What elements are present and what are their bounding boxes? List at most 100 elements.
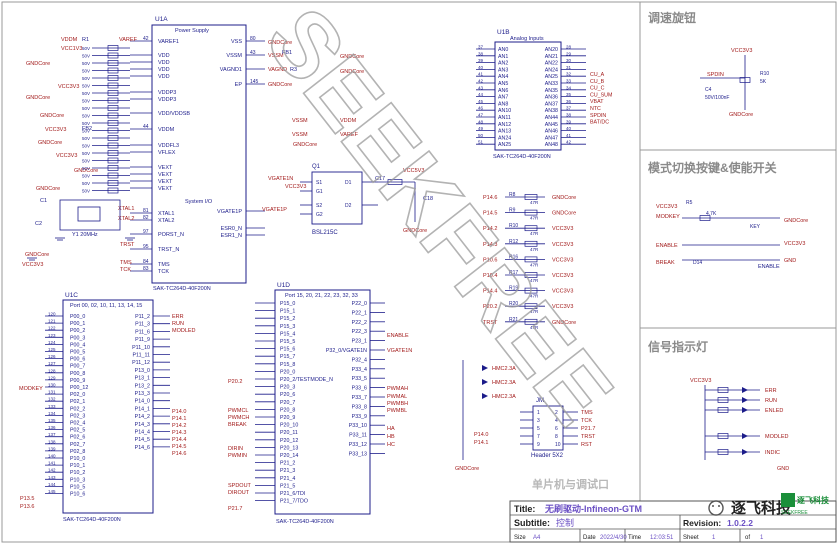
mode-net: ENABLE [758,264,780,270]
resistor-symbol [107,82,119,89]
u1c-pin-name: P00_5 [70,350,85,356]
cap-value: 50V [82,129,90,134]
u1b-pin-num: 36 [566,99,572,104]
u1b-pin-num: 42 [478,79,484,84]
revision-value: 1.0.2.2 [727,518,753,528]
resistor-net: P14.5 [483,211,497,217]
u1d-pin-name: P20_7 [280,400,295,406]
cap-value: 50V [82,121,90,126]
net-label-left: GNDCore [26,95,50,101]
u1a-pin-name: VEXT [158,165,173,171]
u1d-net-label: PWMAL [387,394,407,400]
u1a-pin-name: ESR1_N [221,233,242,239]
header-pin-num: 7 [537,434,540,440]
q1-part: BSL215C [312,230,338,236]
u1b-pin-num: 37 [566,106,572,111]
zone-title-mode: 模式切换按键&使能开关 [648,160,777,175]
q1-net-label: C18 [423,196,433,202]
net-label-left: XTAL2 [118,216,134,222]
u1c-pin-name: P02_4 [70,421,85,427]
u1b-pin-name: AN5 [498,81,508,87]
u1c-pin-num: 127 [48,361,56,366]
cap-value: 50V [82,159,90,164]
u1d-pin-name: P20_12 [280,438,298,444]
q1-net-label: VGATE1P [262,207,287,213]
u1b-pin-name: AN6 [498,88,508,94]
header-net: TCK [581,418,592,424]
u1d-pin-name: P20_9 [280,415,295,421]
u1a-pin-name: VDD [158,53,170,59]
u1d-pin-name: P21_7/TDO [280,499,308,505]
led-label: RUN [765,398,777,404]
u1d-net-label: BREAK [228,422,247,428]
u1d-pin-name: P21_3 [280,468,295,474]
net-label: GNDCore [293,142,317,148]
resistor-net: P14.3 [483,242,497,248]
pot-ref: R10 [760,71,769,77]
u1d-net-label: SPDOUT [228,483,252,489]
mode-net: GND [784,258,796,264]
u1b-pin-num: 43 [478,85,484,90]
u1c-pin-num: 120 [48,312,56,317]
u1b-pin-num: 39 [478,58,484,63]
u1b-pin-name: AN25 [498,142,511,148]
resistor-net: P14.4 [483,289,497,295]
resistor-net: P10.6 [483,257,497,263]
u1c-pin-num: 126 [48,354,56,359]
u1c-pin-name: P02_1 [70,399,85,405]
resistor-symbol [107,187,119,194]
u1c-pin-name: P14_4 [135,430,150,436]
pot-cap-value: 50V/100nF [705,95,729,101]
cap-value: 50V [82,54,90,59]
q1-body [311,171,363,225]
u1c-pin-name: P11_11 [133,353,151,359]
mode-net: VCC3V3 [784,241,805,247]
net-label-left: GNDCore [74,168,98,174]
brand-sub: SEEKFREE [781,510,808,516]
u1d-pin-name: P33_12 [349,442,367,448]
led-net: GND [777,466,789,472]
title-block [509,500,837,543]
u1c-pin-name: P14_1 [135,406,150,412]
cap-value: 50V [82,91,90,96]
u1b-pin-name: AN24 [498,135,511,141]
u1b-pin-num: 42 [566,140,572,145]
pot-net: GNDCore [729,112,753,118]
u1c-pin-name: P10_3 [70,477,85,483]
q1-pin-name: G1 [316,189,323,195]
resistor-net: P20.2 [483,304,497,310]
net-label-left: C2 [35,221,42,227]
u1d-pin-name: P33_10 [349,423,367,429]
u1d-pin-name: P15_4 [280,331,295,337]
u1c-pin-name: P00_6 [70,357,85,363]
net-label-left: TCK [120,267,131,273]
net-label-left: VCC3V3 [45,127,66,133]
u1b-pin-num: 28 [566,45,572,50]
u1c-pin-name: P02_0 [70,392,85,398]
resistor-symbol [107,142,119,149]
revision-label: Revision: [683,518,721,528]
net-label-left: FB2 [82,126,92,132]
u1d-pin-name: P20_3 [280,385,295,391]
u1b-pin-name: AN13 [498,129,511,135]
date-label: Date [583,535,596,541]
led-symbol [742,433,748,439]
u1b-pins: AN037AN138AN239AN340AN441AN542AN643AN744… [476,45,612,148]
resistor-symbol [107,127,119,134]
brand-badge-text: 逐飞科技 [797,495,830,505]
cap-value: 50V [82,136,90,141]
u1c-pin-num: 133 [48,404,56,409]
net-label: VSSM [292,118,308,124]
u1c-pins: P00_0120P00_1121P00_2122P00_3123P00_4124… [19,312,196,511]
net-label: GNDCore [340,69,364,75]
resistor-symbol [107,135,119,141]
u1c-ref: U1C [65,292,78,299]
diode-symbol [482,393,488,399]
u1b-pin-name: AN12 [498,122,511,128]
u1b-net-label: CU_SUM [590,92,612,98]
u1d-pin-name: P33_13 [349,451,367,457]
u1c-net-label: P14.1 [172,416,186,422]
